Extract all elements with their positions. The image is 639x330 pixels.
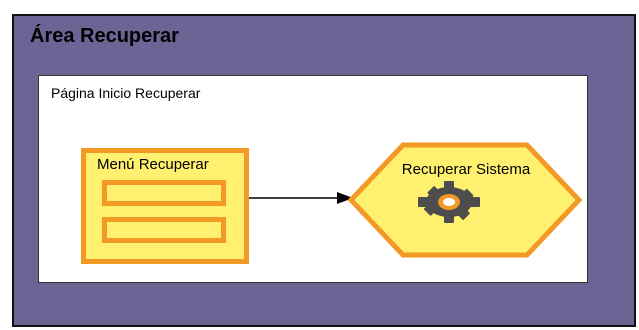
menu-recuperar: Menú Recuperar [81, 148, 249, 264]
area-title: Área Recuperar [30, 25, 179, 47]
menu-item [102, 217, 226, 243]
menu-item [102, 180, 226, 206]
page-title: Página Inicio Recuperar [51, 85, 201, 101]
system-label: Recuperar Sistema [401, 161, 531, 178]
connector-arrow [249, 192, 353, 204]
menu-title: Menú Recuperar [97, 156, 209, 173]
gear-icon [418, 181, 480, 223]
